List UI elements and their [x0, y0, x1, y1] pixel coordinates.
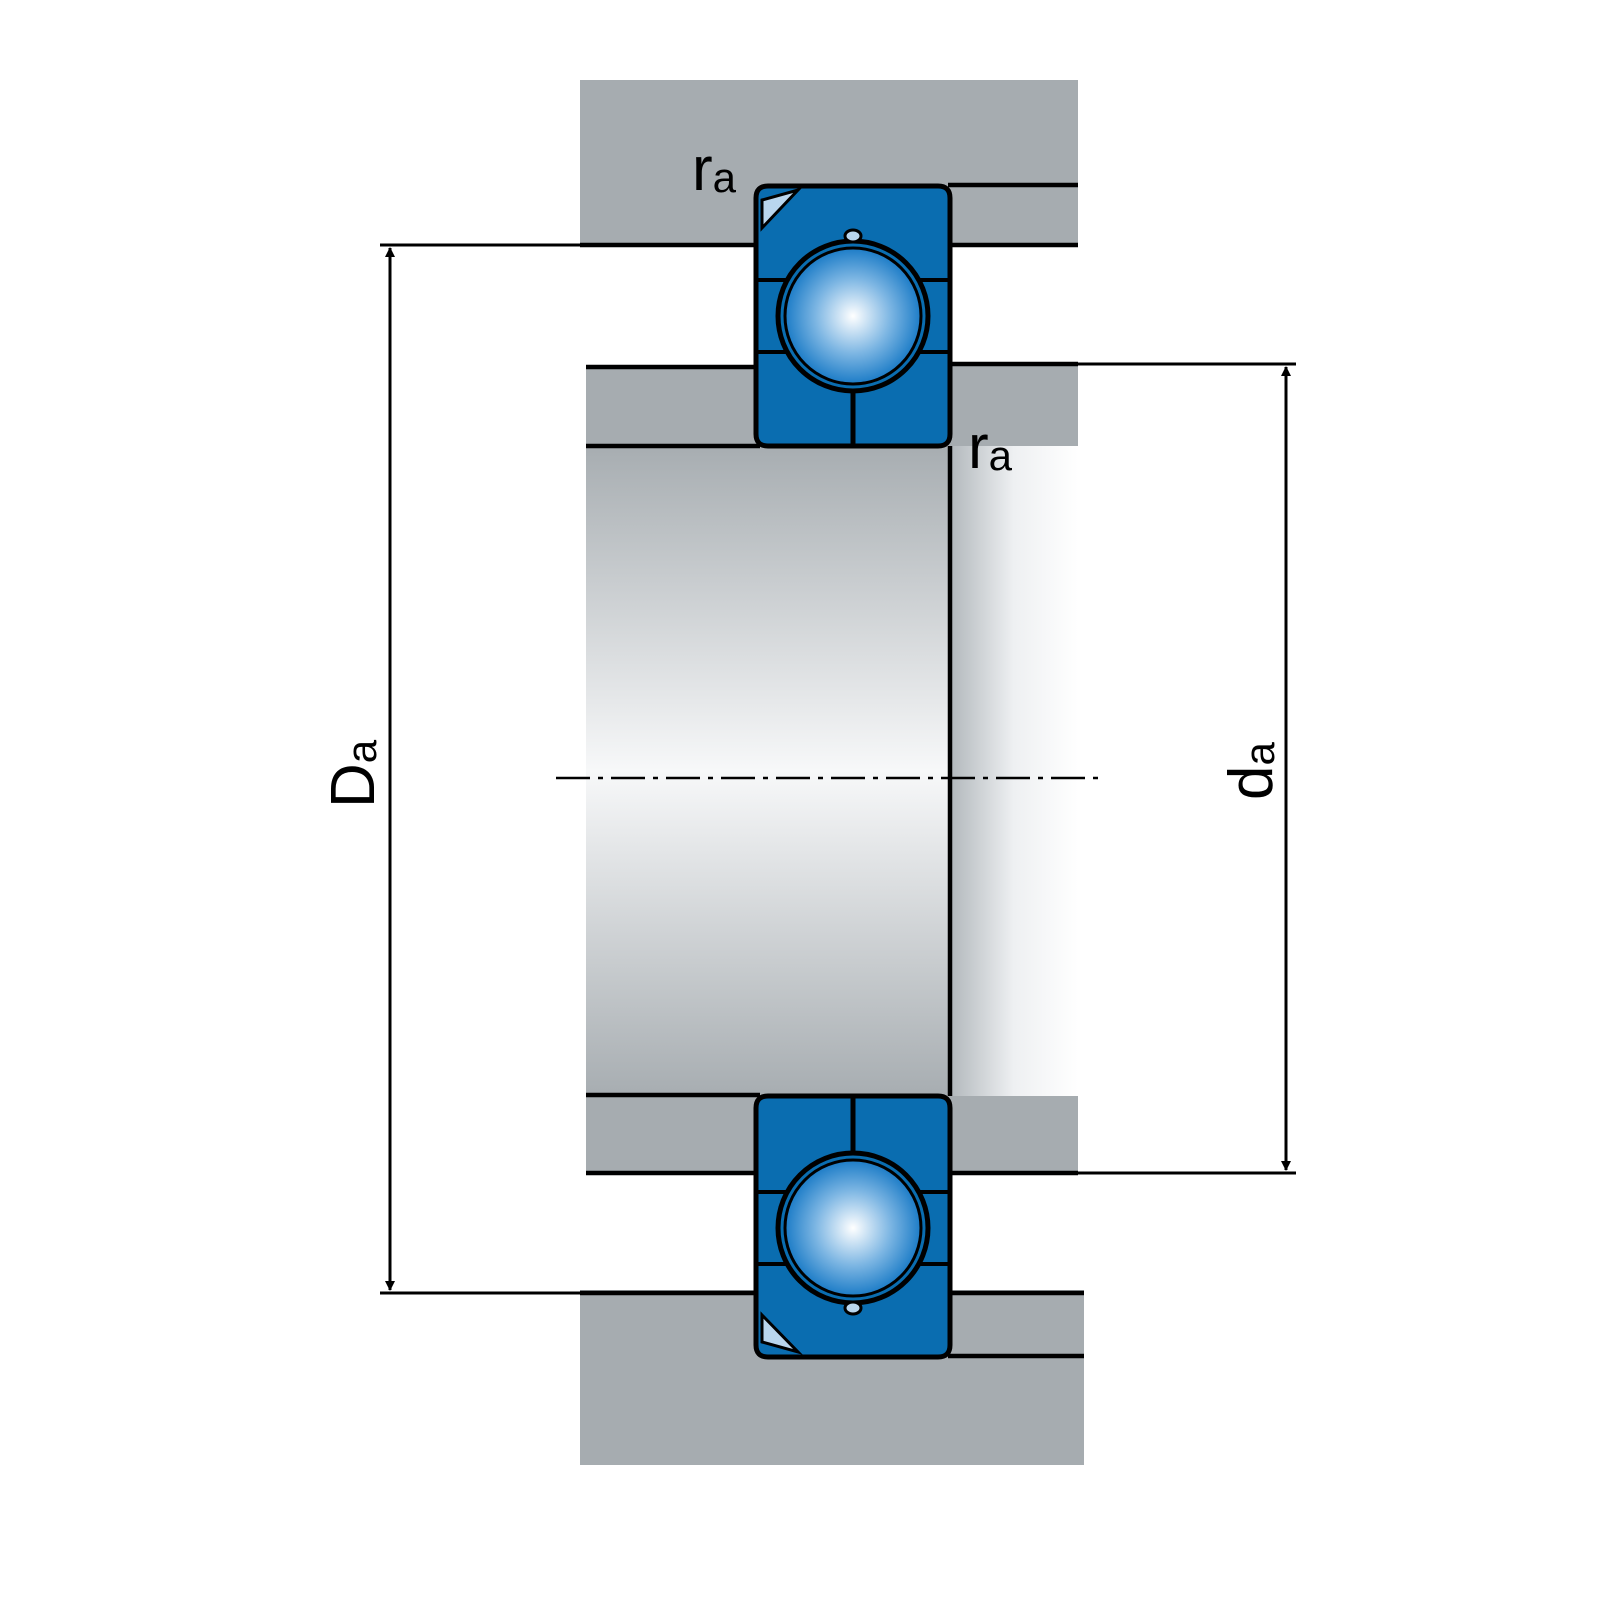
bearing-bottom: [753, 1093, 953, 1360]
label-ra-mid: ra: [968, 413, 1013, 482]
label-ra-top: ra: [692, 135, 737, 204]
bearing-top-chamfer: [760, 187, 803, 232]
bearing-top: [753, 183, 953, 449]
housing-bore-gap-top: [580, 188, 754, 245]
bearing-bottom-chamfer: [760, 1311, 803, 1355]
shaft-body: [586, 446, 950, 1096]
bearing-top-ball: [783, 246, 923, 386]
dimension-da: [1076, 362, 1296, 1175]
label-Da: Da: [319, 739, 388, 808]
bearing-bottom-ball: [783, 1158, 923, 1298]
label-da: da: [1217, 742, 1286, 800]
edge-lines: [580, 182, 1084, 1359]
shaft-shoulder-face: [950, 446, 1078, 1096]
dimension-Da: [380, 243, 582, 1295]
